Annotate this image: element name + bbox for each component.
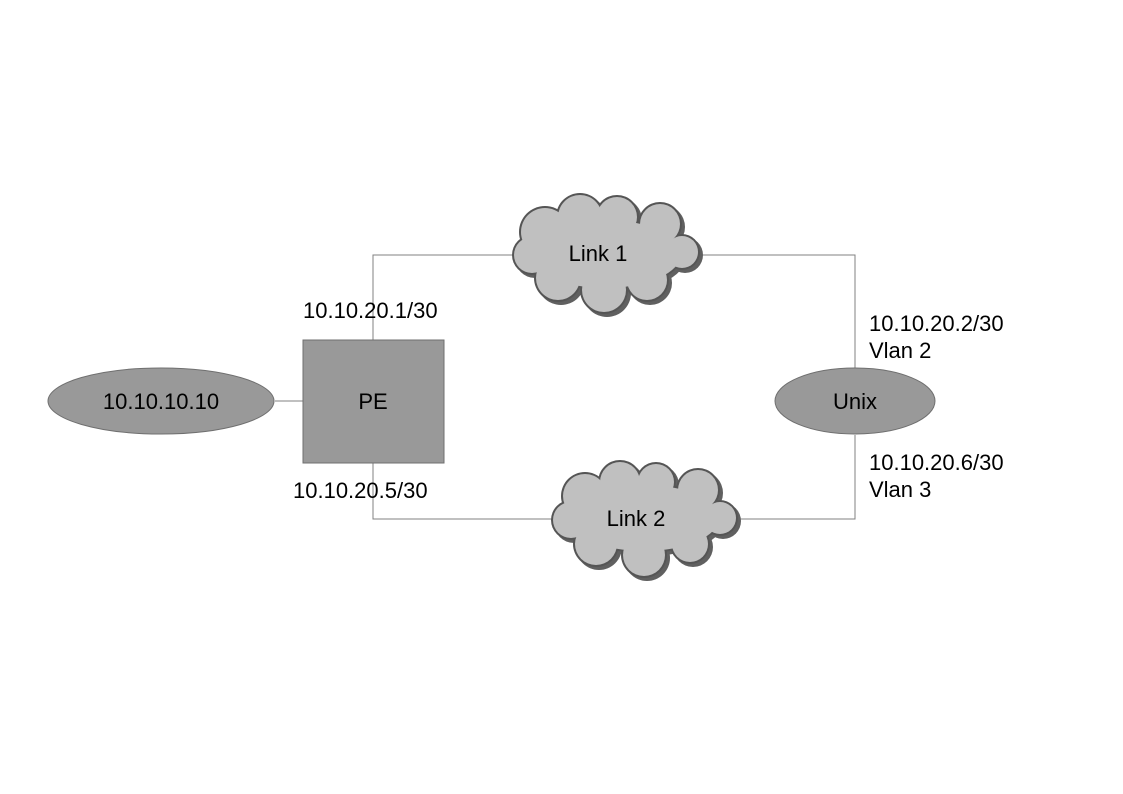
unix-label: Unix [833,389,877,414]
interface-labels: 10.10.20.1/30 10.10.20.5/30 10.10.20.2/3… [293,298,1004,503]
pe-box [302,339,445,464]
pe-to-link2-path [372,463,555,520]
host-ellipse [47,367,275,435]
pe-to-link1-path [372,254,520,340]
link2-label: Link 2 [607,506,666,531]
unix-node: Unix [774,367,936,435]
host-node: 10.10.10.10 [47,367,275,435]
link1-label: Link 1 [569,241,628,266]
pe-label: PE [358,389,387,414]
link2-to-unix-path [735,435,856,520]
link1-to-unix-path [700,254,856,368]
unix-link1-vlan-label: Vlan 2 [869,338,931,363]
pe-node: PE [302,339,445,464]
host-label: 10.10.10.10 [103,389,219,414]
connections [275,254,856,520]
pe-link2-ip-label: 10.10.20.5/30 [293,478,428,503]
link2-cloud-fill [553,462,736,576]
link1-cloud-fill [514,195,698,312]
link1-cloud: Link 1 [512,193,703,317]
unix-link2-vlan-label: Vlan 3 [869,477,931,502]
unix-link1-ip-label: 10.10.20.2/30 [869,311,1004,336]
link2-cloud: Link 2 [551,460,741,581]
unix-ellipse [774,367,936,435]
pe-link1-ip-label: 10.10.20.1/30 [303,298,438,323]
unix-link2-ip-label: 10.10.20.6/30 [869,450,1004,475]
